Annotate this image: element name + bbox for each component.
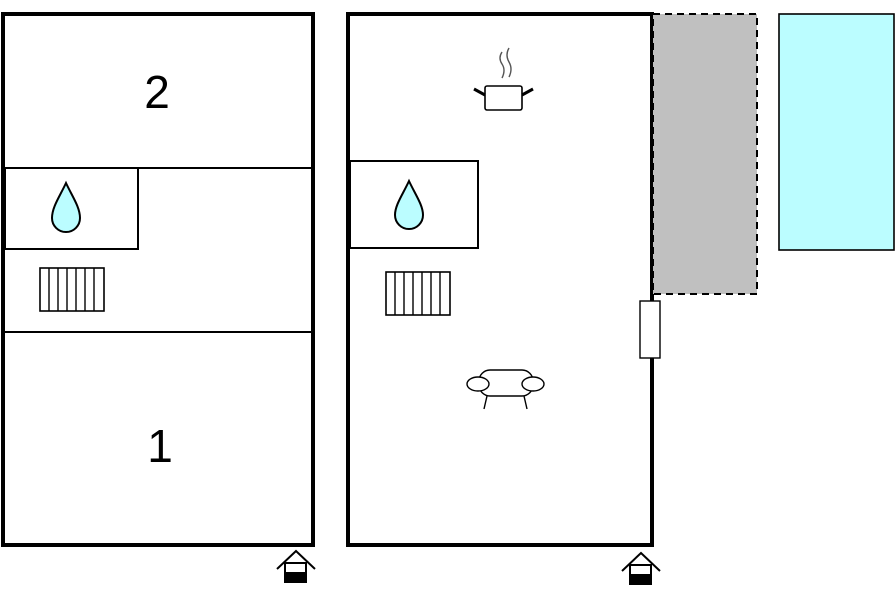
room-label-1: 1 [147, 420, 173, 472]
bathroom-room [349, 160, 479, 249]
water-drop-icon [50, 180, 82, 233]
cooking-pot-icon [473, 47, 534, 111]
radiator-icon [385, 271, 451, 316]
swimming-pool [778, 13, 895, 251]
entrance-house-icon [276, 549, 316, 583]
sofa-icon [466, 369, 545, 410]
terrace-door [639, 300, 661, 359]
water-drop-icon [393, 178, 425, 230]
entrance-house-icon [621, 551, 661, 585]
bathroom-room [4, 167, 139, 250]
floor-left: 2 1 [1, 12, 316, 583]
floor-right [346, 12, 661, 585]
terrace-area [652, 13, 758, 295]
room-label-2: 2 [144, 66, 170, 118]
radiator-icon [39, 267, 105, 312]
